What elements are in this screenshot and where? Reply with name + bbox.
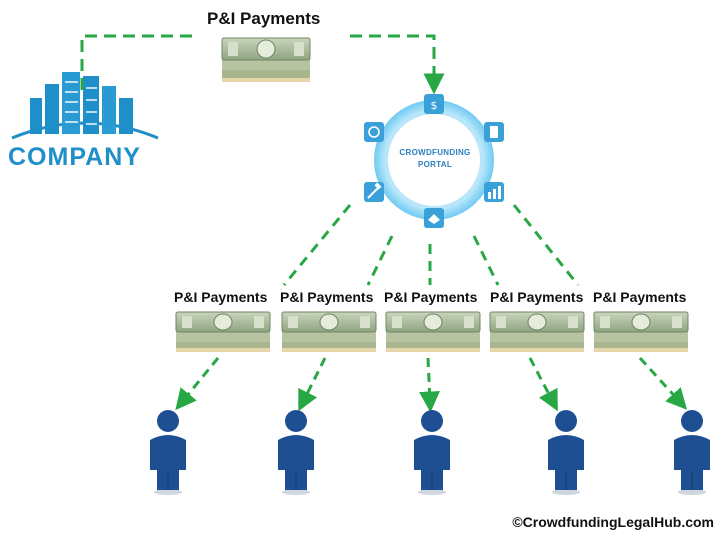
money-stack-icon bbox=[281, 311, 377, 352]
portal-distribution-lines bbox=[282, 204, 580, 286]
money-stack-icon bbox=[175, 311, 271, 352]
investor-arrows bbox=[175, 356, 688, 413]
investor-person-icon bbox=[278, 410, 314, 495]
money-stack-icon bbox=[221, 37, 311, 82]
tier-money-stacks bbox=[175, 311, 689, 352]
document-icon bbox=[484, 122, 504, 142]
money-stack-icon bbox=[593, 311, 689, 352]
money-bag-icon: $ bbox=[424, 94, 444, 114]
investor-person-icon bbox=[150, 410, 186, 495]
money-stack-icon bbox=[489, 311, 585, 352]
gavel-icon bbox=[364, 182, 384, 202]
tier-payment-label: P&I Payments bbox=[593, 289, 687, 305]
investor-person-icon bbox=[414, 410, 450, 495]
copyright-text: ©CrowdfundingLegalHub.com bbox=[512, 514, 714, 530]
company-to-portal-arrow bbox=[80, 34, 434, 90]
tier-payment-label: P&I Payments bbox=[280, 289, 374, 305]
company-name: COMPANY bbox=[8, 143, 141, 171]
bar-chart-icon bbox=[484, 182, 504, 202]
portal-title-line2: PORTAL bbox=[417, 160, 453, 169]
top-payment-label: P&I Payments bbox=[207, 9, 321, 28]
tier-payment-label: P&I Payments bbox=[490, 289, 584, 305]
svg-text:$: $ bbox=[431, 99, 438, 112]
tier-payment-label: P&I Payments bbox=[174, 289, 268, 305]
money-stack-icon bbox=[385, 311, 481, 352]
investor-person-icon bbox=[548, 410, 584, 495]
investors bbox=[150, 410, 710, 495]
coin-icon bbox=[364, 122, 384, 142]
portal-title-line1: CROWDFUNDING bbox=[399, 148, 471, 157]
crowdfunding-portal-icon: $ bbox=[364, 94, 504, 228]
tier-payment-label: P&I Payments bbox=[384, 289, 478, 305]
handshake-icon bbox=[424, 208, 444, 228]
investor-person-icon bbox=[674, 410, 710, 495]
